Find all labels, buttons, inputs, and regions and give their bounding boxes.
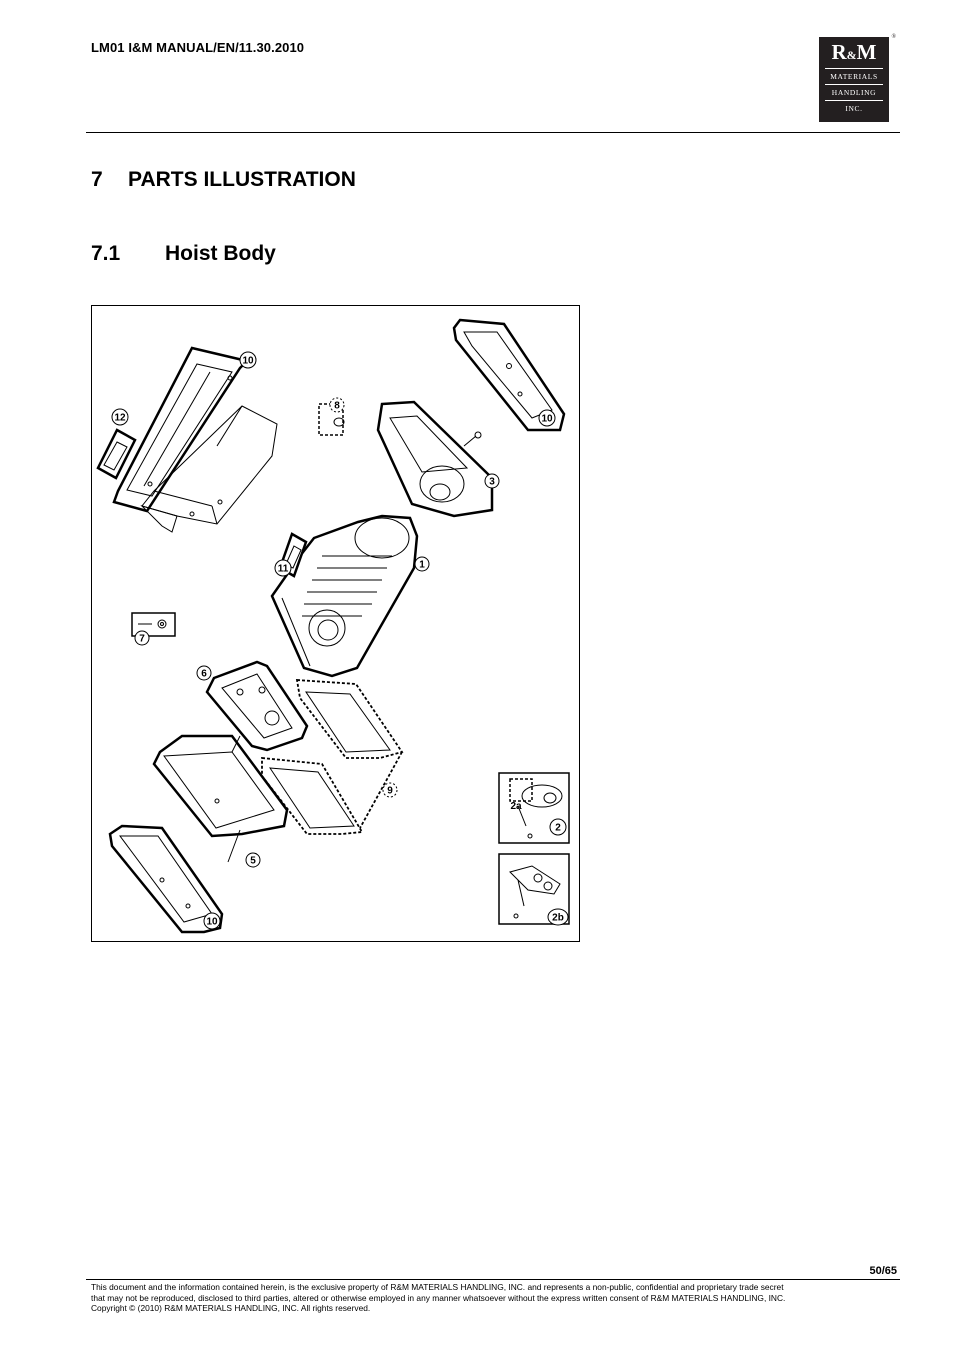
callout-label: 2a bbox=[510, 801, 522, 812]
callout-label: 12 bbox=[114, 413, 126, 424]
subsection-heading: 7.1 Hoist Body bbox=[91, 242, 276, 266]
callout-label: 10 bbox=[206, 917, 218, 928]
callout-label: 5 bbox=[250, 856, 256, 867]
company-logo: ® R&M MATERIALS HANDLING INC. bbox=[819, 34, 896, 122]
confidentiality-notice: This document and the information contai… bbox=[91, 1282, 901, 1314]
subsection-number: 7.1 bbox=[91, 242, 121, 265]
callout-label: 10 bbox=[242, 356, 254, 367]
notice-line-2: that may not be reproduced, disclosed to… bbox=[91, 1292, 786, 1303]
footer-divider bbox=[86, 1279, 900, 1280]
part-hoist-frame bbox=[140, 405, 278, 533]
registered-mark: ® bbox=[891, 34, 896, 40]
callout-label: 11 bbox=[278, 564, 289, 575]
header-divider bbox=[86, 132, 900, 133]
part-hook-assembly bbox=[498, 772, 570, 844]
logo-divider bbox=[825, 84, 883, 85]
logo-line-inc: INC. bbox=[845, 104, 863, 113]
callout-label: 2b bbox=[552, 913, 564, 924]
section-number: 7 bbox=[91, 168, 103, 191]
part-side-cover bbox=[152, 734, 289, 863]
subsection-title: Hoist Body bbox=[165, 242, 276, 265]
part-trolley-adapter bbox=[498, 853, 570, 925]
callout-label: 9 bbox=[387, 786, 393, 797]
callout-label: 3 bbox=[489, 477, 495, 488]
callout-label: 8 bbox=[334, 401, 340, 412]
copyright-line: Copyright © (2010) R&M MATERIALS HANDLIN… bbox=[91, 1303, 371, 1313]
logo-line-handling: HANDLING bbox=[831, 88, 877, 97]
callout-label: 10 bbox=[541, 414, 553, 425]
part-end-housing bbox=[376, 400, 494, 518]
logo-divider bbox=[825, 100, 883, 101]
part-label-plate bbox=[96, 428, 137, 480]
section-title: PARTS ILLUSTRATION bbox=[128, 168, 356, 191]
logo-line-materials: MATERIALS bbox=[830, 72, 878, 81]
callout-labels: 10 12 8 10 3 11 1 7 6 9 2a 2 5 10 2b bbox=[111, 351, 569, 930]
part-gasket-lines bbox=[269, 691, 391, 829]
callout-label: 2 bbox=[555, 823, 561, 834]
part-gear-plate bbox=[205, 660, 309, 752]
callout-label: 7 bbox=[139, 634, 145, 645]
callout-label: 1 bbox=[419, 560, 425, 571]
part-fastener-set bbox=[131, 612, 176, 637]
exploded-view-drawing: 10 12 8 10 3 11 1 7 6 9 2a 2 5 10 2b bbox=[96, 318, 570, 934]
logo-divider bbox=[825, 68, 883, 69]
section-heading: 7 PARTS ILLUSTRATION bbox=[91, 168, 356, 192]
part-motor-body bbox=[270, 514, 419, 678]
notice-line-1: This document and the information contai… bbox=[91, 1282, 784, 1292]
document-id: LM01 I&M MANUAL/EN/11.30.2010 bbox=[91, 40, 305, 55]
callout-label: 6 bbox=[201, 669, 207, 680]
hoist-body-parts-illustration: 10 12 8 10 3 11 1 7 6 9 2a 2 5 10 2b bbox=[91, 305, 580, 942]
logo-mark: R&M bbox=[831, 40, 877, 64]
page-number: 50/65 bbox=[869, 1265, 897, 1277]
